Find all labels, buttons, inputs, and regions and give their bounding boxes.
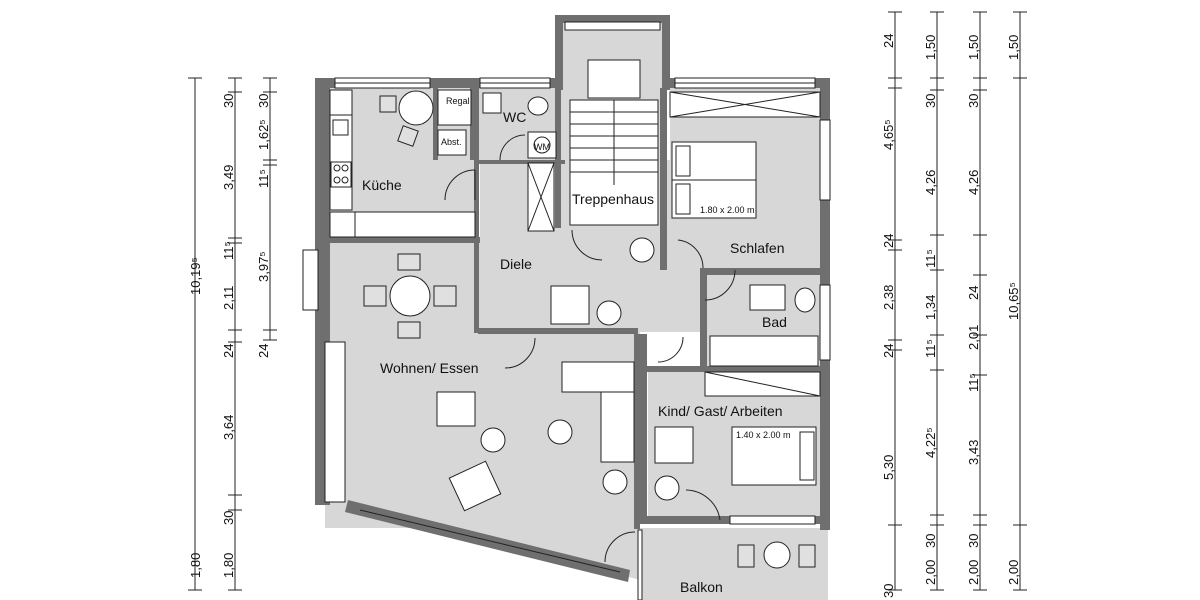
- dim-right-c5: 2,01: [966, 325, 981, 350]
- dim-left-5: 24: [221, 344, 236, 358]
- shelf-label: Regal: [446, 96, 470, 106]
- dim-left-6: 3,64: [221, 415, 236, 440]
- stairs: [569, 59, 659, 226]
- dim-right-b1: 1,50: [923, 35, 938, 60]
- dim-right-b4: 11⁵: [923, 249, 938, 268]
- balcony-label: Balkon: [680, 579, 723, 595]
- dim-right-c2: 30: [966, 94, 981, 108]
- bath-label: Bad: [762, 314, 787, 330]
- bath-furniture: [704, 284, 821, 397]
- dim-right-b8: 2,00: [923, 560, 938, 585]
- kid-room-furniture: [654, 426, 817, 501]
- dim-right-c3: 4,26: [966, 170, 981, 195]
- dim-right-b2: 30: [923, 94, 938, 108]
- hall-label: Diele: [500, 256, 532, 272]
- balcony-furniture: [637, 529, 816, 600]
- dim-right-d2: 10,65⁵: [1006, 282, 1021, 320]
- dim-right-c9: 30: [966, 534, 981, 548]
- dim-left-b3: 11⁵: [256, 169, 271, 188]
- kid-room-label: Kind/ Gast/ Arbeiten: [658, 403, 783, 419]
- hall-furniture: [527, 162, 655, 326]
- kitchen-furniture: [329, 89, 476, 238]
- dim-left-bottom: 1,80: [188, 553, 203, 578]
- dim-right-b6: 11⁵: [923, 339, 938, 358]
- dim-right-c8: 2,00: [966, 560, 981, 585]
- washer-label: WM: [534, 142, 550, 152]
- dim-left-4: 2,11: [221, 286, 236, 310]
- dim-left-b1: 30: [256, 94, 271, 108]
- dim-right-3: 24: [881, 234, 896, 248]
- dim-right-5: 24: [881, 344, 896, 358]
- dim-left-3: 11⁵: [221, 241, 236, 260]
- dim-right-b7: 4,22⁵: [923, 427, 938, 458]
- dimension-labels-left: 10,19⁵ 30 3,49 11⁵ 2,11 24 3,64 30 1,80 …: [188, 94, 271, 578]
- dimension-labels-right: 24 4,65⁵ 24 2,38 24 5,30 30 1,50 30 4,26…: [881, 34, 1021, 598]
- dim-right-c4: 24: [966, 286, 981, 300]
- windows: [302, 21, 831, 573]
- dim-overall-left: 10,19⁵: [188, 257, 203, 295]
- dim-right-7: 30: [881, 584, 896, 598]
- room-labels: Küche WC Regal Abst. WM Treppenhaus Schl…: [362, 96, 791, 595]
- dim-right-c7: 3,43: [966, 440, 981, 465]
- doors: [444, 134, 736, 563]
- storage-label: Abst.: [441, 137, 462, 147]
- dim-left-b4: 3,97⁵: [256, 251, 271, 282]
- stairs-label: Treppenhaus: [572, 191, 654, 207]
- dim-left-b5: 24: [256, 344, 271, 358]
- dim-left-b2: 1,62⁵: [256, 119, 271, 150]
- living-label: Wohnen/ Essen: [380, 360, 479, 376]
- dim-right-4: 2,38: [881, 285, 896, 310]
- dim-right-d3: 2,00: [1006, 560, 1021, 585]
- bed1-size: 1.80 x 2.00 m: [700, 205, 755, 215]
- dim-right-d1: 1,50: [1006, 35, 1021, 60]
- dim-right-c6: 11⁵: [966, 373, 981, 392]
- dimension-lines: [188, 11, 1027, 591]
- dim-left-7: 30: [221, 511, 236, 525]
- wc-label: WC: [503, 109, 526, 125]
- dim-left-1: 30: [221, 94, 236, 108]
- kitchen-label: Küche: [362, 177, 402, 193]
- wc-furniture: [482, 92, 557, 159]
- dim-right-b3: 4,26: [923, 170, 938, 195]
- dim-right-b5: 1,34: [923, 295, 938, 320]
- bed2-size: 1.40 x 2.00 m: [736, 430, 791, 440]
- dim-left-2: 3,49: [221, 165, 236, 190]
- dim-left-8: 1,80: [221, 553, 236, 578]
- dim-right-6: 5,30: [881, 455, 896, 480]
- dim-right-b9: 30: [923, 534, 938, 548]
- dim-right-1: 24: [881, 34, 896, 48]
- bedroom-label: Schlafen: [730, 240, 784, 256]
- dim-right-c1: 1,50: [966, 35, 981, 60]
- dim-right-2: 4,65⁵: [881, 119, 896, 150]
- living-furniture: [324, 253, 635, 512]
- bedroom-furniture: [669, 91, 821, 219]
